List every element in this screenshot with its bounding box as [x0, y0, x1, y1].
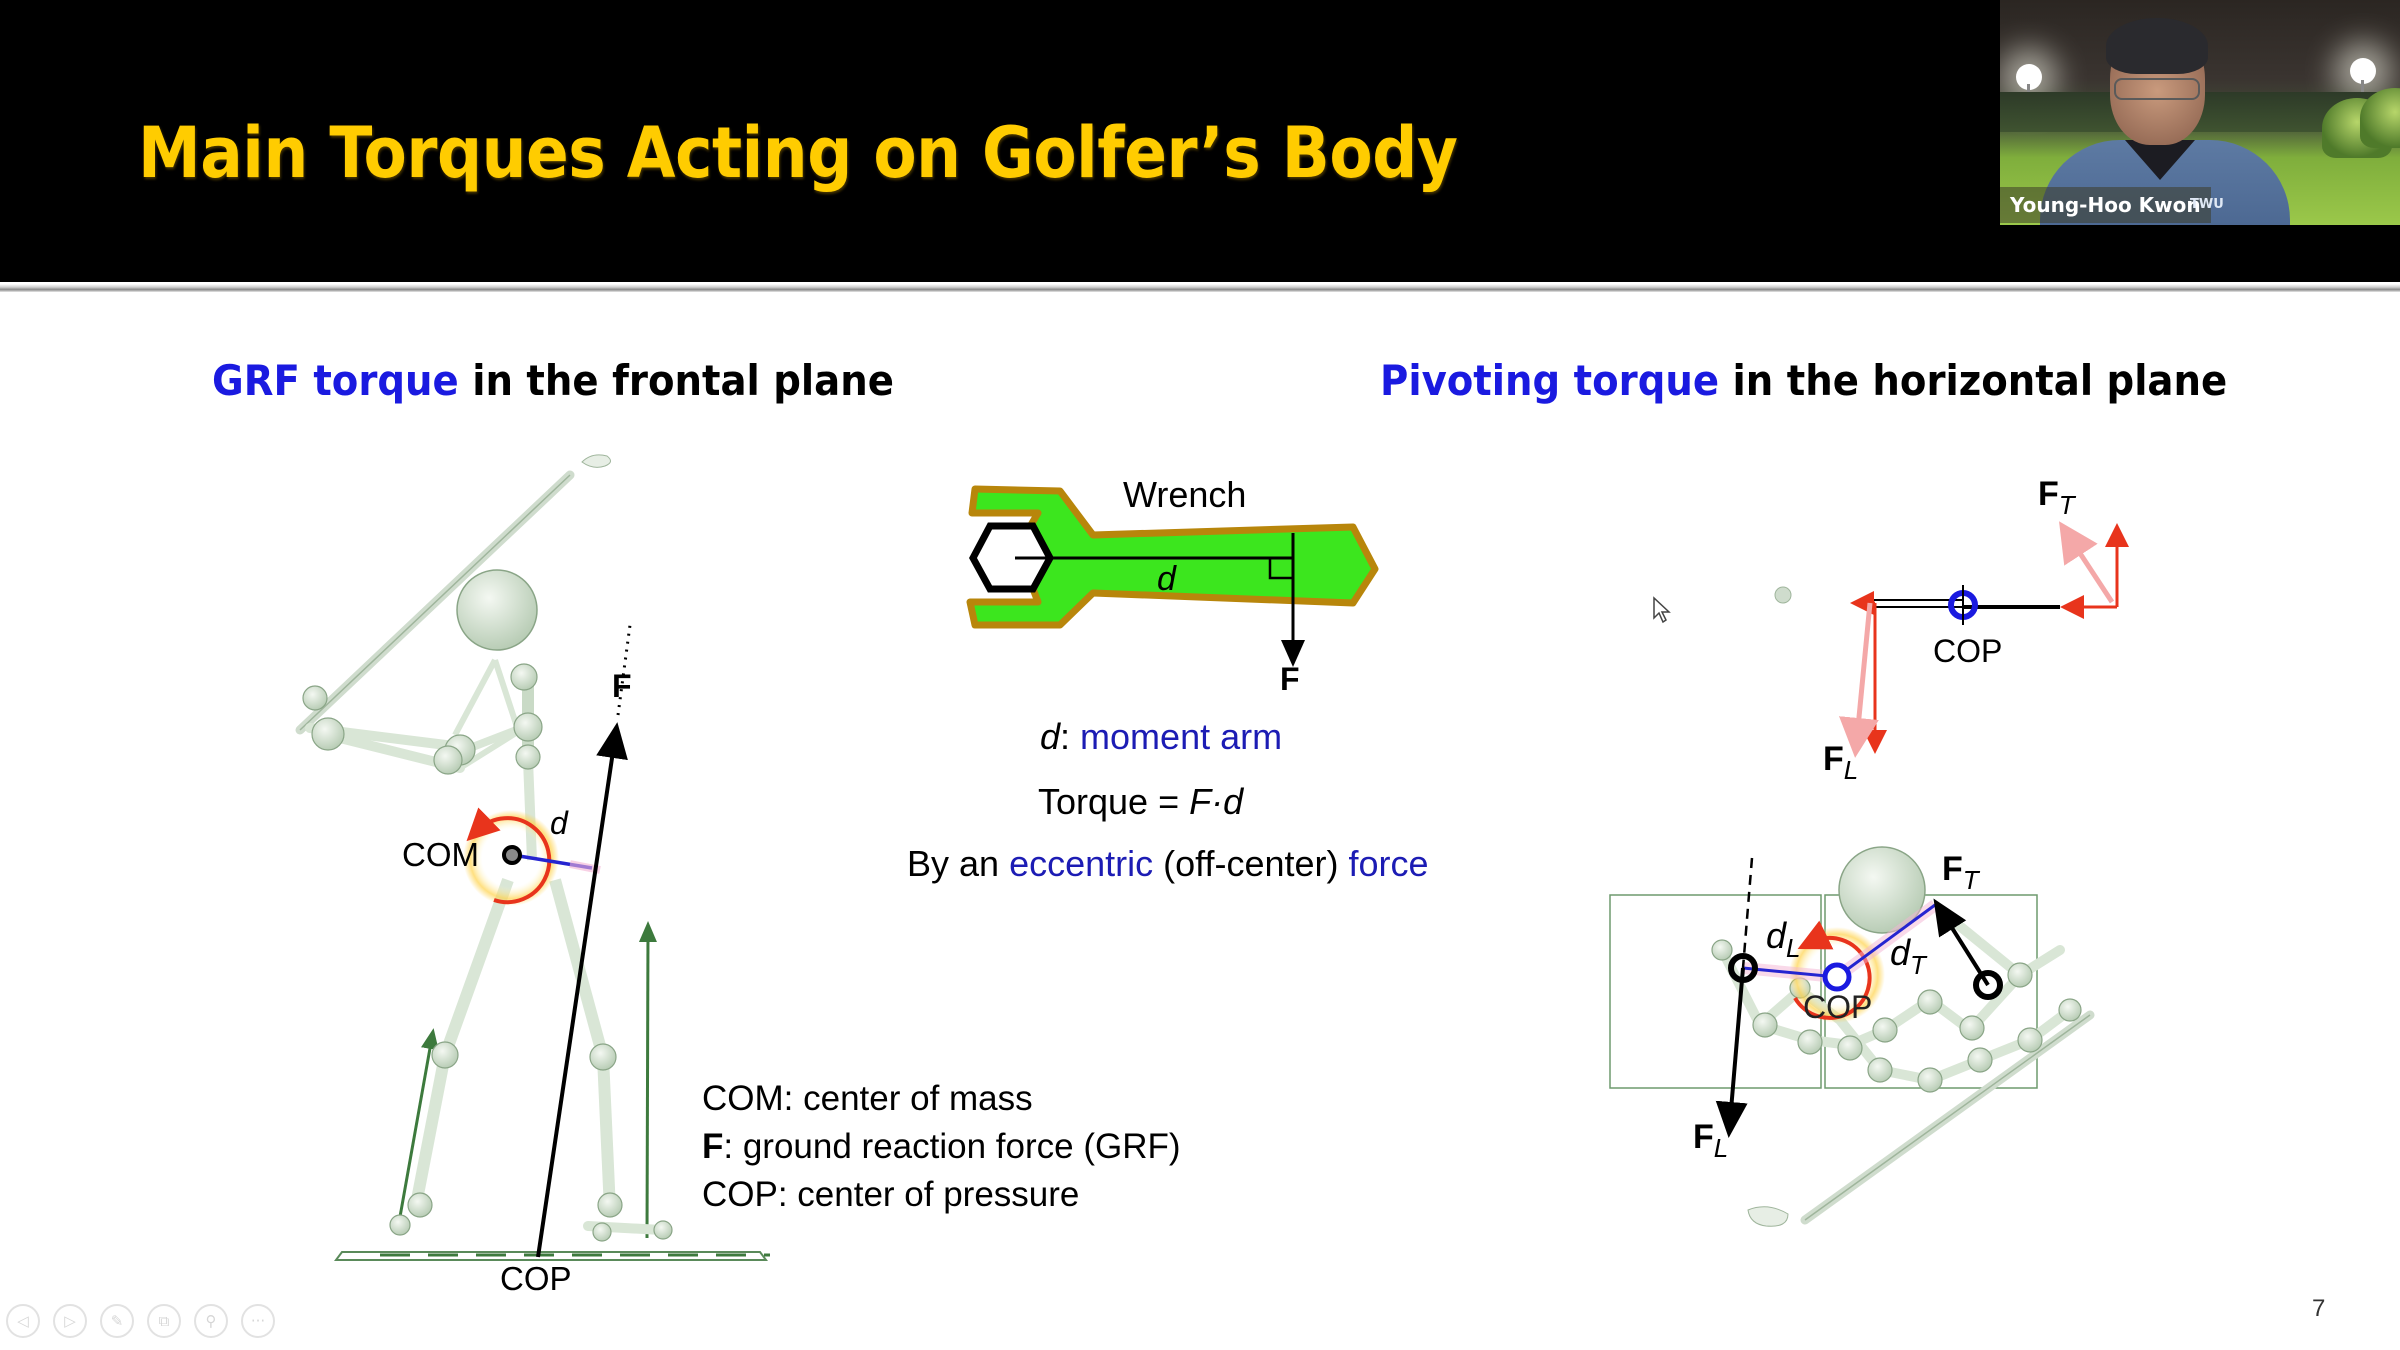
magnifier-icon: ⚲	[205, 1312, 217, 1330]
lead-arm-symbol: d	[1766, 915, 1787, 956]
right-grf-vector	[638, 921, 657, 1239]
heading-rest: in the horizontal plane	[1719, 356, 2228, 405]
force-label: F	[612, 668, 632, 704]
heading-accent: Pivoting torque	[1380, 356, 1720, 405]
presenter-webcam[interactable]: Young-Hoo Kwon TWU	[2000, 0, 2400, 225]
abbreviation-legend: COM: center of mass F: ground reaction f…	[702, 1075, 1181, 1219]
lead-line-of-action	[1741, 857, 1754, 969]
trail-arm-label: dT	[1890, 932, 1928, 980]
marker-dot	[1774, 586, 1792, 604]
shirt-logo: TWU	[2190, 197, 2224, 212]
left-panel-heading: GRF torque in the frontal plane	[212, 356, 894, 405]
cop-label: COP	[1933, 633, 2002, 669]
presenter-hair	[2106, 18, 2208, 74]
head	[456, 569, 538, 651]
presenter-glasses	[2114, 78, 2200, 100]
lead-force-symbol: F	[1693, 1118, 1714, 1156]
next-slide-button[interactable]: ▷	[53, 1304, 87, 1338]
trail-force-resultant	[2059, 521, 2115, 604]
floodlight	[2350, 58, 2376, 84]
trail-force-symbol: F	[2038, 475, 2059, 513]
presenter-name-tag: Young-Hoo Kwon	[2000, 187, 2211, 223]
frontal-plane-figure: F d COM COP	[295, 454, 770, 1297]
cop-label: COP	[500, 1260, 572, 1297]
trail-arm-subscript: T	[1910, 950, 1928, 980]
torque-rotation-arrow	[1793, 920, 1872, 1020]
lead-force-subscript: L	[1714, 1133, 1728, 1163]
pen-icon: ✎	[110, 1312, 124, 1330]
com-marker	[502, 845, 522, 865]
lead-force-subscript: L	[1844, 755, 1858, 785]
header-divider	[0, 284, 2400, 292]
club-head	[1747, 1206, 1789, 1227]
right-shank	[597, 1056, 616, 1211]
pen-button[interactable]: ✎	[100, 1304, 134, 1338]
slides-icon: ⧉	[158, 1312, 170, 1330]
trail-force-subscript: T	[2059, 490, 2077, 520]
top-view-figure: COP dL dT FT FL	[1609, 846, 2095, 1227]
legend-item-com: COM: center of mass	[702, 1079, 1033, 1118]
trail-force-label: FT	[2038, 475, 2077, 520]
wrench-f-label: F	[1280, 661, 1300, 697]
legend-item-f: F: ground reaction force (GRF)	[702, 1127, 1181, 1166]
heading-rest: in the frontal plane	[458, 356, 894, 405]
slide-title: Main Torques Acting on Golfer’s Body	[138, 112, 1458, 194]
torque-formula: Torque = F·d	[1038, 781, 1244, 822]
trail-force-subscript: T	[1963, 865, 1981, 895]
eccentric-force-statement: By an eccentric (off-center) force	[907, 843, 1429, 884]
right-angle-marker	[1268, 558, 1293, 580]
slide-number: 7	[2312, 1295, 2326, 1322]
trail-force-label: FT	[1942, 850, 1981, 895]
trail-force-symbol: F	[1942, 850, 1963, 888]
joint-markers	[302, 663, 673, 1242]
cop-label: COP	[1803, 989, 1872, 1025]
lead-force-vector	[1715, 967, 1748, 1138]
com-label: COM	[402, 836, 479, 873]
right-panel-heading: Pivoting torque in the horizontal plane	[1380, 356, 2227, 405]
lead-arm-label: dL	[1766, 915, 1801, 963]
trail-foot-marker	[1973, 970, 2003, 1000]
next-icon: ▷	[64, 1312, 76, 1330]
moment-arm-definition: d: moment arm	[1040, 716, 1283, 757]
slide-sorter-button[interactable]: ⧉	[147, 1304, 181, 1338]
left-shank	[409, 1053, 451, 1212]
wrench-diagram: Wrench d F	[966, 474, 1379, 697]
trail-arm-symbol: d	[1890, 932, 1911, 973]
more-options-button[interactable]: ···	[241, 1304, 275, 1338]
wrench-label: Wrench	[1123, 474, 1246, 515]
zoom-button[interactable]: ⚲	[194, 1304, 228, 1338]
lead-arm-subscript: L	[1786, 933, 1800, 963]
grf-vector	[536, 722, 628, 1258]
club-head	[581, 454, 611, 468]
ellipsis-icon: ···	[250, 1312, 266, 1330]
moment-arm-label: d	[550, 805, 569, 841]
lead-foot-marker	[1728, 953, 1758, 983]
heading-accent: GRF torque	[212, 356, 459, 405]
lead-force-label: FL	[1823, 740, 1858, 785]
previous-icon: ◁	[17, 1312, 29, 1330]
presentation-toolbar: ◁ ▷ ✎ ⧉ ⚲ ···	[6, 1304, 275, 1338]
lead-force-symbol: F	[1823, 740, 1844, 778]
torque-rotation-arrow	[466, 807, 552, 905]
horizontal-force-diagram: COP FT FL	[1774, 475, 2129, 785]
cop-marker	[1822, 962, 1852, 992]
mouse-cursor-icon	[1653, 596, 1671, 624]
left-thigh	[439, 877, 514, 1058]
legend-item-cop: COP: center of pressure	[702, 1175, 1080, 1214]
lead-force-resultant	[1839, 602, 1879, 758]
head	[1838, 846, 1926, 934]
lead-force-label: FL	[1693, 1118, 1728, 1163]
wrench-d-label: d	[1157, 560, 1177, 598]
lead-force-plate	[1609, 894, 1822, 1089]
previous-slide-button[interactable]: ◁	[6, 1304, 40, 1338]
